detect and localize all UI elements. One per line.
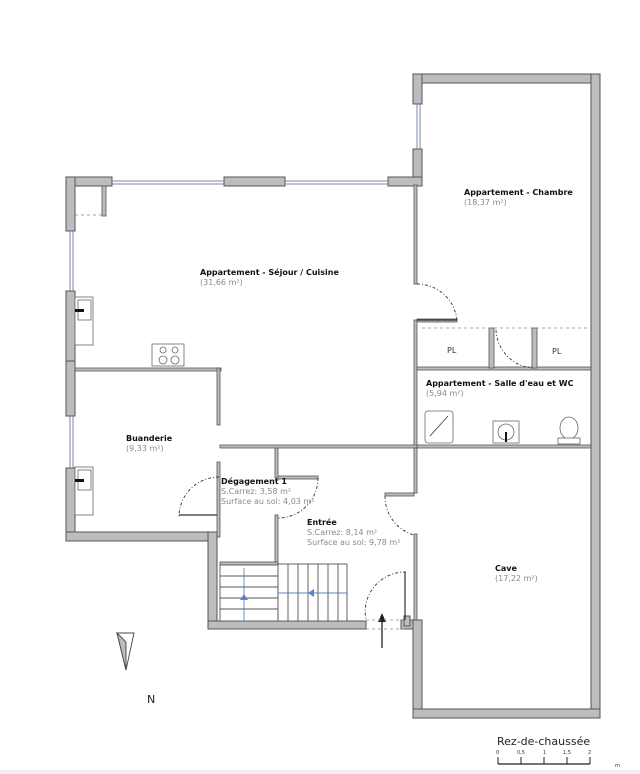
- north-arrow-icon: [116, 631, 135, 671]
- north-label: N: [147, 693, 156, 706]
- laundry-sink-icon: [74, 466, 94, 516]
- staircase: [219, 563, 348, 622]
- cooktop-icon: [151, 343, 185, 367]
- washbasin-icon: [492, 420, 520, 444]
- entry-arrow-icon: [366, 613, 404, 648]
- scale-tick: 1,5: [563, 750, 571, 756]
- shower-icon: [424, 410, 454, 444]
- interior-walls: [74, 184, 601, 719]
- room-label-cave: Cave (17,22 m²): [495, 564, 538, 583]
- doors: [178, 283, 533, 621]
- level-title: Rez-de-chaussée: [497, 735, 591, 748]
- room-label-buanderie: Buanderie (9,33 m²): [126, 434, 173, 453]
- room-label-entree: Entrée S.Carrez: 8,14 m² Surface au sol:…: [307, 518, 401, 547]
- room-label-chambre: Appartement - Chambre (18,37 m²): [464, 188, 573, 207]
- room-label-sejour: Appartement - Séjour / Cuisine (31,66 m²…: [200, 268, 339, 287]
- scale-tick: 0: [496, 750, 500, 756]
- bottom-strip: [0, 770, 640, 774]
- room-label-salle-eau: Appartement - Salle d'eau et WC (5,94 m²…: [426, 379, 574, 398]
- closet-label: PL: [447, 346, 457, 355]
- scale-unit: m: [615, 763, 620, 769]
- scale-tick: 1: [543, 750, 547, 756]
- kitchen-sink-icon: [74, 296, 94, 346]
- sejour-walls: [65, 176, 423, 630]
- scale-tick: 2: [588, 750, 592, 756]
- toilet-icon: [557, 416, 581, 445]
- scale-bar: [497, 757, 591, 765]
- room-label-degagement: Dégagement 1 S.Carrez: 3,58 m² Surface a…: [221, 477, 315, 506]
- scale-tick: 0,5: [517, 750, 525, 756]
- closet-label: PL: [552, 347, 562, 356]
